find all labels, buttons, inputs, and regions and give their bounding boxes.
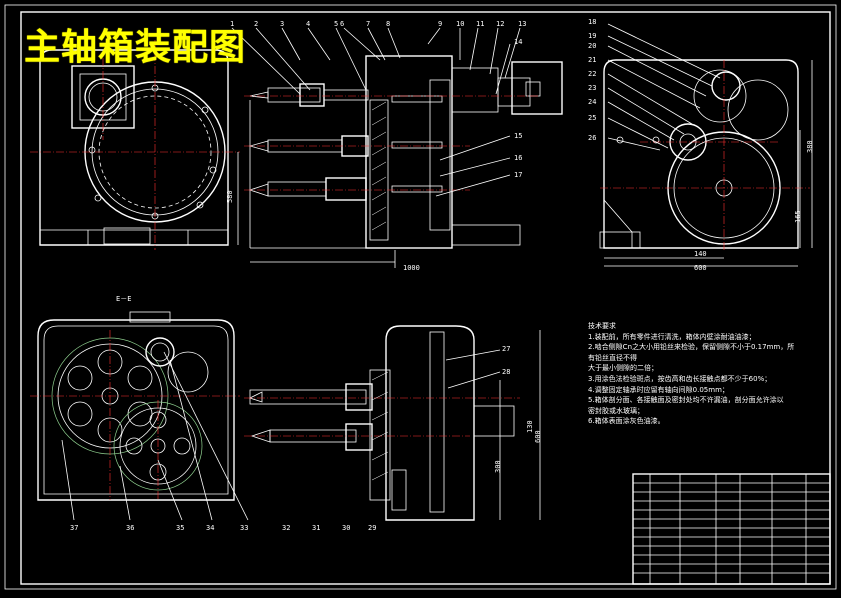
note-line: 4.调整固定轴承时应留有轴向间隙0.05mm； <box>588 385 729 394</box>
part-label: 37 <box>70 524 78 532</box>
dim-140: 140 <box>694 250 707 258</box>
part-label: 27 <box>502 345 510 353</box>
notes-heading: 技术要求 <box>588 322 616 330</box>
part-label: 14 <box>514 38 522 46</box>
dim-1000: 1000 <box>403 264 420 272</box>
note-line: 密封胶或水玻璃； <box>588 406 644 415</box>
part-label: 6 <box>340 20 344 28</box>
note-line: 5.箱体剖分面、各接触面及密封处均不许漏油，剖分面允许涂以 <box>588 396 784 405</box>
title-block <box>632 473 831 585</box>
part-label: 2 <box>254 20 258 28</box>
note-line: 1.装配前，所有零件进行清洗，箱体内壁涂耐油油漆； <box>588 332 756 341</box>
outer-border <box>4 4 837 590</box>
part-label: 26 <box>588 134 596 142</box>
part-label: 7 <box>366 20 370 28</box>
section-view-main: 1000 <box>231 27 563 272</box>
note-line: 有铅丝直径不得 <box>588 353 637 362</box>
note-line: 2.啮合侧隙Cn之大小用铅丝来检验，保留侧隙不小于0.17mm，所 <box>588 343 795 352</box>
part-label: 13 <box>518 20 526 28</box>
part-label: 32 <box>282 524 290 532</box>
part-label: 24 <box>588 98 596 106</box>
dim-600b: 600 <box>534 430 542 443</box>
side-view: 140 600 165 380 <box>599 23 814 272</box>
part-label: 18 <box>588 18 596 26</box>
section-view-lower: 300 600 130 27 28 <box>244 325 542 521</box>
part-labels-bottom: 37 36 35 34 33 32 31 30 29 <box>70 524 376 532</box>
part-label: 25 <box>588 114 596 122</box>
part-label: 23 <box>588 84 596 92</box>
section-label: E－E <box>116 295 131 303</box>
part-label: 15 <box>514 132 522 140</box>
dim-580: 580 <box>226 190 234 203</box>
part-label: 19 <box>588 32 596 40</box>
part-label: 11 <box>476 20 484 28</box>
part-label: 3 <box>280 20 284 28</box>
part-label: 30 <box>342 524 350 532</box>
part-label: 20 <box>588 42 596 50</box>
dim-130: 130 <box>526 420 534 433</box>
part-label: 10 <box>456 20 464 28</box>
part-label: 9 <box>438 20 442 28</box>
part-label: 36 <box>126 524 134 532</box>
part-label: 28 <box>502 368 510 376</box>
part-labels-right: 18 19 20 21 22 23 24 25 26 <box>588 18 596 142</box>
part-label: 17 <box>514 171 522 179</box>
part-label: 5 <box>334 20 338 28</box>
part-label: 8 <box>386 20 390 28</box>
note-line: 6.箱体表面涂灰色油漆。 <box>588 417 665 426</box>
part-label: 31 <box>312 524 320 532</box>
part-label: 34 <box>206 524 214 532</box>
dim-300: 300 <box>494 460 502 473</box>
section-e-e: E－E <box>30 295 249 521</box>
part-label: 16 <box>514 154 522 162</box>
dim-380: 380 <box>806 140 814 153</box>
part-label: 22 <box>588 70 596 78</box>
part-label: 29 <box>368 524 376 532</box>
drawing-title: 主轴箱装配图 <box>24 27 247 68</box>
part-label: 4 <box>306 20 310 28</box>
part-label: 33 <box>240 524 248 532</box>
dim-165: 165 <box>794 210 802 223</box>
part-label: 12 <box>496 20 504 28</box>
part-label: 35 <box>176 524 184 532</box>
dim-600: 600 <box>694 264 707 272</box>
technical-requirements: 技术要求 1.装配前，所有零件进行清洗，箱体内壁涂耐油油漆； 2.啮合侧隙Cn之… <box>588 321 820 427</box>
part-label: 1 <box>230 20 234 28</box>
part-label: 21 <box>588 56 596 64</box>
part-labels-top: 1 2 3 4 5 6 7 8 9 10 11 12 13 14 15 16 1… <box>230 20 526 179</box>
note-line: 3.用涂色法检验斑点，按齿高和齿长接触点都不少于60%； <box>588 374 772 383</box>
front-view: 580 <box>30 40 240 250</box>
note-line: 大于最小侧隙的二倍； <box>588 364 658 373</box>
inner-border <box>20 11 831 585</box>
